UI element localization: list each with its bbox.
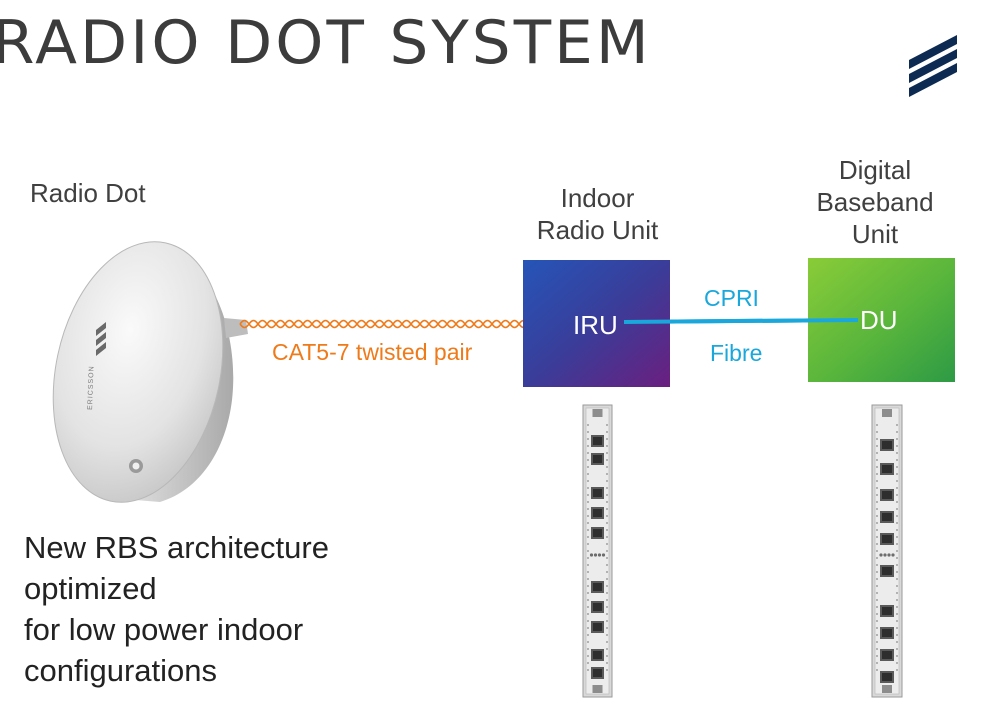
cable-label: CAT5-7 twisted pair [272,339,473,365]
du-caption: Digital Baseband Unit [800,154,950,250]
description: New RBS architecture optimized for low p… [24,527,329,691]
iru-caption-line: Indoor [560,183,635,213]
description-line: for low power indoor [24,612,304,647]
fibre-label: Fibre [710,340,763,366]
du-caption-line: Unit [851,219,899,249]
description-line: configurations [24,653,218,688]
radio-dot-label: Radio Dot [30,178,146,208]
du-caption-line: Baseband [816,187,934,217]
du-label: DU [860,305,898,335]
description-line: New RBS architecture [24,530,329,565]
iru-label: IRU [573,310,618,340]
description-line: optimized [24,571,157,606]
du-circuit-board-icon [871,404,903,698]
page-title: RADIO DOT SYSTEM [0,8,652,78]
iru-caption: Indoor Radio Unit [520,182,675,246]
cpri-label: CPRI [704,285,759,311]
du-caption-line: Digital [838,155,912,185]
radio-dot-brand: ERICSSON [87,365,96,410]
iru-circuit-board-icon [582,404,613,698]
iru-caption-line: Radio Unit [536,215,659,245]
